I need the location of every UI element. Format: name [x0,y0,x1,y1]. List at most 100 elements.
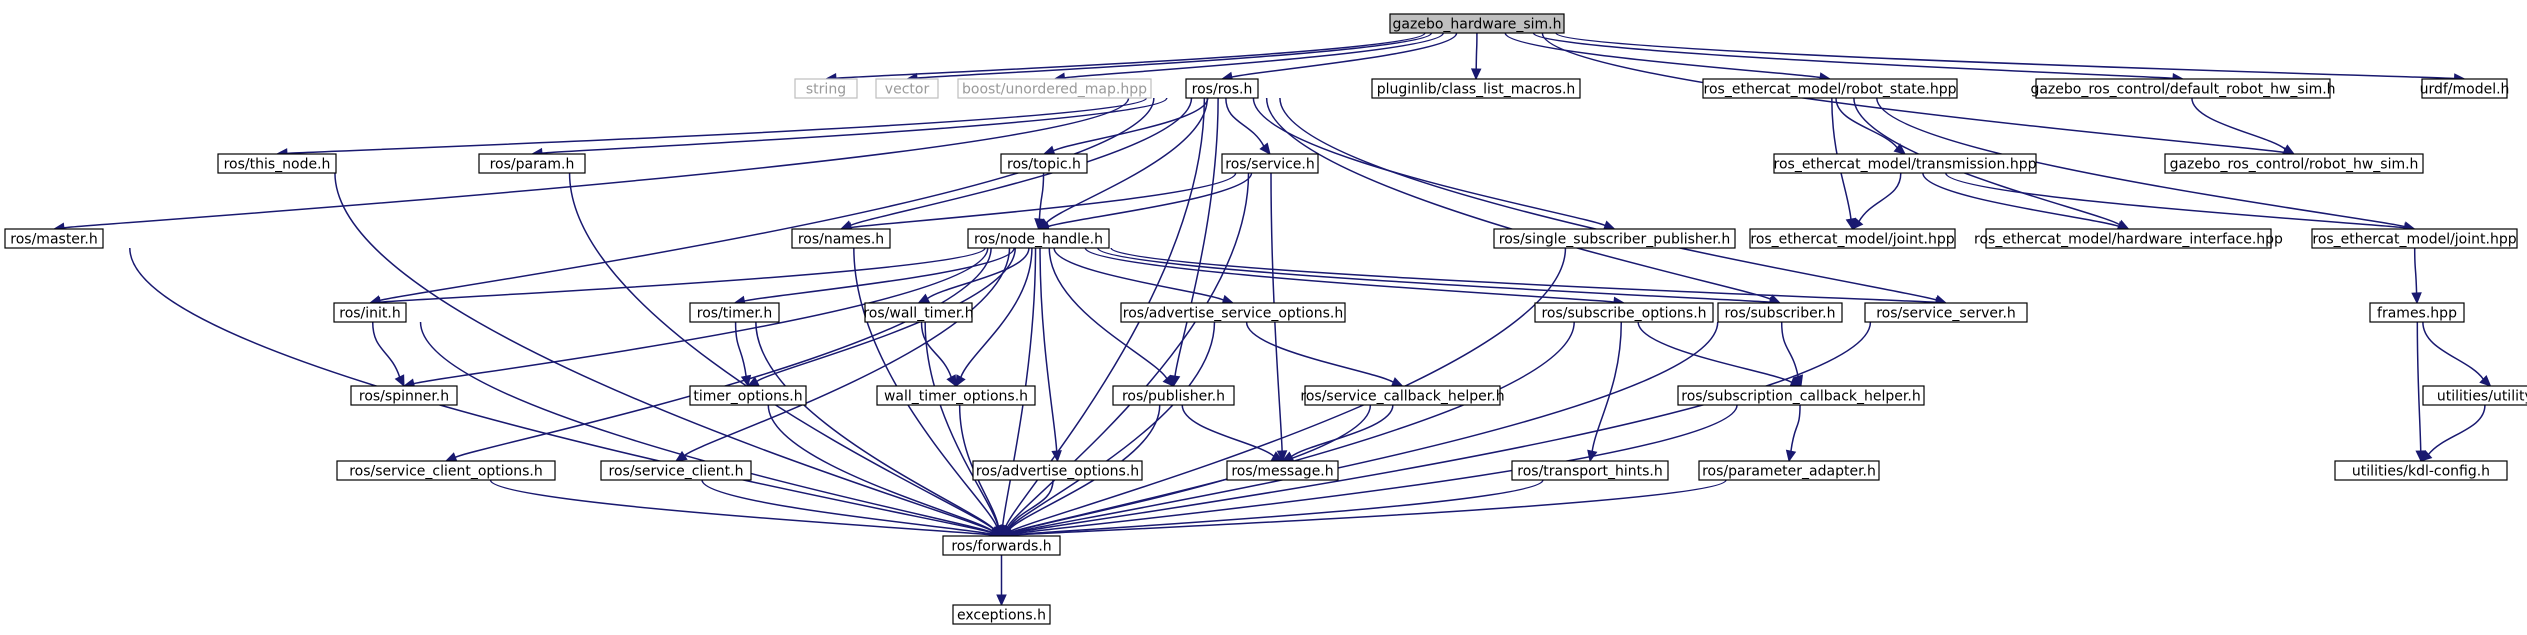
node-label: pluginlib/class_list_macros.h [1377,82,1576,98]
node-message[interactable]: ros/message.h [1226,460,1339,481]
node-box [1304,385,1501,406]
node-label: ros/service_client.h [609,464,744,480]
node-label: ros_ethercat_model/joint.hpp [2312,232,2516,248]
node-names[interactable]: ros/names.h [791,228,891,249]
edge-line [1007,479,1054,530]
node-box [1749,228,1956,249]
node-root[interactable]: gazebo_hardware_sim.h [1389,13,1565,34]
node-box [791,228,891,249]
edge-line [1858,172,1902,222]
node-param[interactable]: ros/param.h [478,153,586,174]
edge-node_handle-to-init [368,247,986,308]
edge-line [734,321,747,377]
node-init[interactable]: ros/init.h [333,302,407,323]
node-box [1677,385,1925,406]
node-transport-hints[interactable]: ros/transport_hints.h [1511,460,1669,481]
node-label: ros/advertise_options.h [976,464,1139,480]
edge-line [1637,321,1793,383]
node-label: vector [885,82,930,98]
edge-line [1504,32,1821,79]
edge-line [1045,97,1209,224]
node-box [2164,153,2424,174]
node-this-node[interactable]: ros/this_node.h [217,153,337,174]
node-label: ros/this_node.h [224,157,331,173]
node-box [1773,153,2037,174]
node-subscriber[interactable]: ros/subscriber.h [1717,302,1843,323]
node-urdf[interactable]: urdf/model.h [2420,78,2510,99]
node-service[interactable]: ros/service.h [1221,153,1319,174]
node-service-server[interactable]: ros/service_server.h [1864,302,2028,323]
node-forwards[interactable]: ros/forwards.h [942,535,1061,556]
edge-service-to-message [1270,172,1288,463]
node-box [350,385,458,406]
node-pluginlib[interactable]: pluginlib/class_list_macros.h [1371,78,1581,99]
arrowhead-icon [1792,374,1804,388]
edge-service_server-to-forwards [1000,321,1872,539]
node-robot-hw-sim[interactable]: gazebo_ros_control/robot_hw_sim.h [2164,153,2424,174]
node-topic[interactable]: ros/topic.h [1000,153,1088,174]
edge-ros_h-to-this_node [275,97,1148,159]
edge-adv_srv_opts-to-srv_cb_helper [1245,321,1404,387]
node-joint-a[interactable]: ros_ethercat_model/joint.hpp [1749,228,1956,249]
node-label: utilities/utility.h [2437,389,2527,405]
node-srv-cb-helper[interactable]: ros/service_callback_helper.h [1300,385,1505,406]
edge-line [2191,97,2286,150]
arrowhead-icon [1051,450,1062,463]
edge-line [1225,97,1265,147]
node-wall-timer-opts[interactable]: wall_timer_options.h [876,385,1036,406]
node-frames[interactable]: frames.hpp [2369,302,2465,323]
node-spinner[interactable]: ros/spinner.h [350,385,458,406]
edge-line [1011,479,1544,536]
arrowhead-icon [2282,144,2296,155]
node-master[interactable]: ros/master.h [4,228,104,249]
node-box [1000,153,1088,174]
node-box [600,460,752,481]
node-label: ros/single_subscriber_publisher.h [1499,232,1730,248]
node-joint-b[interactable]: ros_ethercat_model/joint.hpp [2311,228,2518,249]
node-label: urdf/model.h [2420,82,2510,98]
node-box [972,460,1143,481]
node-param-adapter[interactable]: ros/parameter_adapter.h [1698,460,1880,481]
edge-line [1007,321,1216,530]
node-adv-opts[interactable]: ros/advertise_options.h [972,460,1143,481]
node-label: ros/init.h [339,306,401,322]
node-timer-opts[interactable]: timer_options.h [689,385,807,406]
edge-root-to-pluginlib [1470,32,1482,81]
node-sub-opts[interactable]: ros/subscribe_options.h [1534,302,1714,323]
node-srv-client-opts[interactable]: ros/service_client_options.h [336,460,556,481]
node-wall-timer[interactable]: ros/wall_timer.h [863,302,974,323]
node-publisher[interactable]: ros/publisher.h [1112,385,1235,406]
edge-node_handle-to-srv_client [674,247,1011,462]
node-box [1112,385,1235,406]
node-single-sub[interactable]: ros/single_subscriber_publisher.h [1493,228,1736,249]
edge-line [683,247,1011,457]
node-box [1226,460,1339,481]
node-ros-h[interactable]: ros/ros.h [1185,78,1259,99]
node-srv-client[interactable]: ros/service_client.h [600,460,752,481]
node-exceptions[interactable]: exceptions.h [952,604,1051,625]
node-sub-cb-helper[interactable]: ros/subscription_callback_helper.h [1677,385,1925,406]
node-hw-iface[interactable]: ros_ethercat_model/hardware_interface.hp… [1974,228,2283,249]
edge-line [835,32,1426,79]
node-robot-state[interactable]: ros_ethercat_model/robot_state.hpp [1702,78,1958,99]
node-default-hw[interactable]: gazebo_ros_control/default_robot_hw_sim.… [2030,78,2336,99]
node-label: timer_options.h [693,389,802,405]
arrowhead-icon [1893,143,1906,155]
edge-line [1835,97,1898,149]
edge-utility-to-kdl_config [2420,404,2486,462]
edge-line [1008,404,1161,531]
node-transmission[interactable]: ros_ethercat_model/transmission.hpp [1773,153,2037,174]
arrowhead-icon [1390,377,1404,387]
node-timer[interactable]: ros/timer.h [689,302,780,323]
node-kdl-config[interactable]: utilities/kdl-config.h [2334,460,2508,481]
edge-node_handle-to-adv_opts [1039,247,1062,463]
node-utility[interactable]: utilities/utility.h [2422,385,2527,406]
node-node-handle[interactable]: ros/node_handle.h [967,228,1110,249]
edge-line [1047,172,1253,228]
edge-timer-to-timer_opts [734,321,752,388]
node-label: ros/node_handle.h [974,232,1103,248]
node-adv-srv-opts[interactable]: ros/advertise_service_options.h [1120,302,1346,323]
node-box [1702,78,1958,99]
edge-line [916,32,1433,79]
node-boost-map: boost/unordered_map.hpp [957,78,1152,99]
